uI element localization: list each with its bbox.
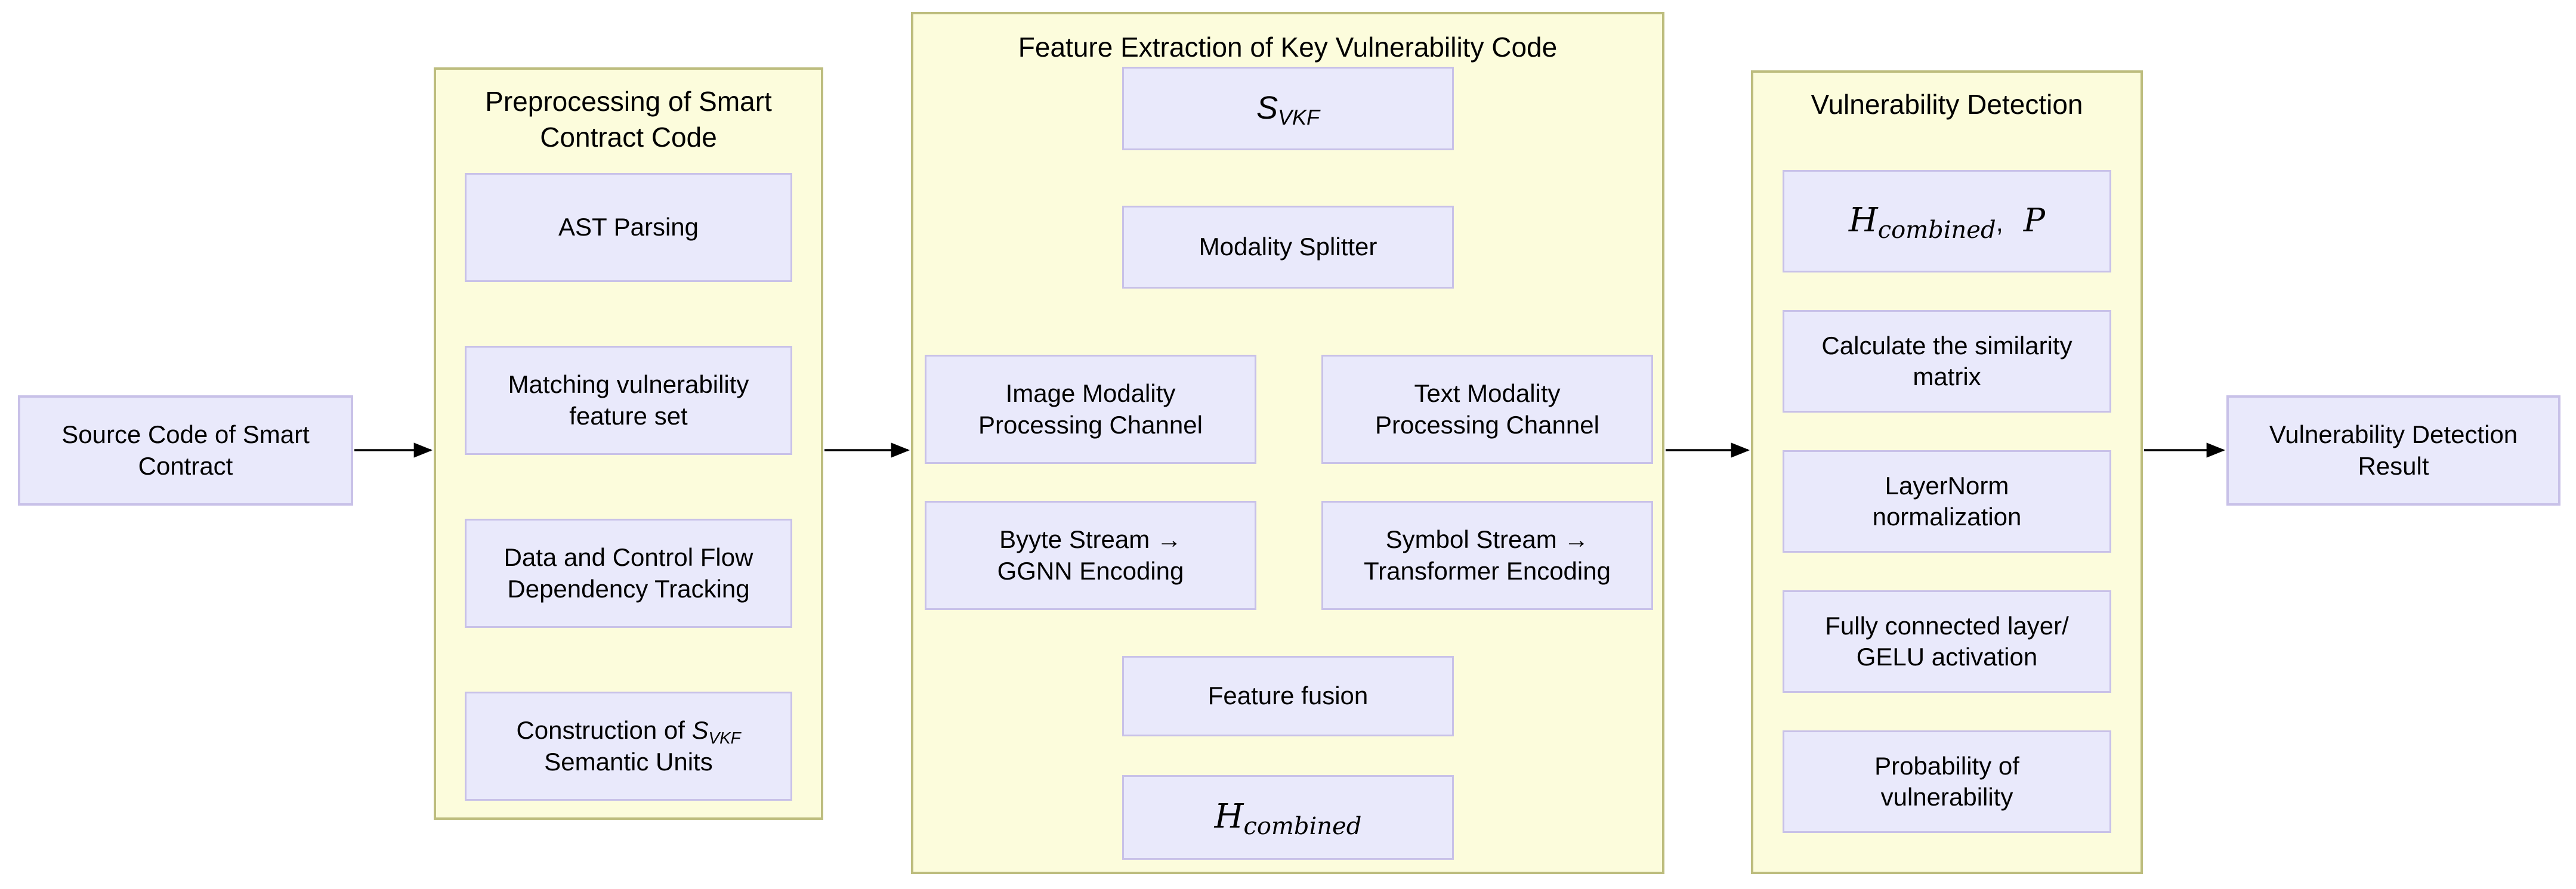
node-fully-connected-gelu: Fully connected layer/ GELU activation: [1783, 590, 2111, 693]
dependency-label-line1: Data and Control Flow: [504, 543, 753, 571]
node-hcombined: Hcombined: [1122, 775, 1454, 860]
symbol-stream-label-line2: Transformer Encoding: [1364, 556, 1611, 585]
hcombined-subscript: combined: [1877, 216, 1996, 244]
probability-label-line2: vulnerability: [1880, 783, 2013, 811]
source-code-label-line2: Contract: [138, 451, 233, 480]
construction-label-line1: Construction of SVKF: [516, 715, 740, 746]
hcombined-subscript: combined: [1243, 813, 1362, 841]
symbol-stream-label-line1: Symbol Stream →: [1385, 525, 1589, 553]
image-channel-label-line1: Image Modality: [1005, 379, 1176, 407]
image-channel-label-line2: Processing Channel: [978, 410, 1203, 439]
layernorm-label-line1: LayerNorm: [1885, 471, 2009, 500]
svkf-symbol: SVKF: [691, 716, 741, 747]
probability-label-line1: Probability of: [1874, 751, 2019, 780]
fc-label-line1: Fully connected layer/: [1825, 611, 2069, 640]
svkf-subscript: VKF: [1278, 105, 1320, 130]
hcombined-p-formula: Hcombined, P: [1849, 200, 2045, 242]
construction-label-line2: Semantic Units: [544, 747, 713, 776]
panel-feature-extraction-title: Feature Extraction of Key Vulnerability …: [1018, 32, 1558, 63]
comma-separator: ,: [1996, 208, 2003, 238]
node-hcombined-p: Hcombined, P: [1783, 170, 2111, 272]
similarity-label-line2: matrix: [1913, 363, 1981, 391]
node-dependency-tracking: Data and Control Flow Dependency Trackin…: [465, 519, 792, 628]
svkf-base: S: [691, 716, 709, 744]
panel-feature-extraction: Feature Extraction of Key Vulnerability …: [911, 12, 1664, 874]
node-image-channel: Image Modality Processing Channel: [925, 355, 1256, 464]
result-label-line1: Vulnerability Detection: [2269, 420, 2518, 448]
text-channel-label-line2: Processing Channel: [1375, 410, 1599, 439]
node-feature-fusion: Feature fusion: [1122, 656, 1454, 736]
source-code-label-line1: Source Code of Smart: [61, 420, 310, 448]
dependency-label-line2: Dependency Tracking: [507, 574, 750, 603]
hcombined-symbol: Hcombined: [1848, 201, 1996, 242]
text-channel-label-line1: Text Modality: [1414, 379, 1561, 407]
svkf-base: S: [1256, 90, 1278, 126]
fc-label-line2: GELU activation: [1856, 643, 2038, 671]
byte-stream-label-line2: GGNN Encoding: [997, 556, 1184, 585]
node-matching-feature-set: Matching vulnerability feature set: [465, 346, 792, 455]
panel-preprocessing-title: Preprocessing of Smart Contract Code: [436, 70, 821, 156]
node-modality-splitter: Modality Splitter: [1122, 206, 1454, 289]
svkf-symbol-large: SVKF: [1256, 88, 1320, 129]
result-label-line2: Result: [2358, 451, 2429, 480]
panel-vulnerability-detection: Vulnerability Detection Hcombined, P Calc…: [1751, 70, 2143, 874]
panel-preprocessing-title-line2: Contract Code: [540, 121, 717, 153]
node-byte-stream-ggnn: Byyte Stream → GGNN Encoding: [925, 501, 1256, 610]
ast-parsing-label: AST Parsing: [558, 213, 699, 241]
node-svkf: SVKF: [1122, 67, 1454, 150]
node-probability: Probability of vulnerability: [1783, 730, 2111, 833]
node-text-channel: Text Modality Processing Channel: [1321, 355, 1653, 464]
panel-vulnerability-detection-title: Vulnerability Detection: [1811, 89, 2083, 120]
script-p-symbol: P: [2023, 202, 2046, 240]
panel-preprocessing-title-line1: Preprocessing of Smart: [485, 86, 772, 117]
matching-label-line1: Matching vulnerability: [508, 370, 749, 398]
node-ast-parsing: AST Parsing: [465, 173, 792, 282]
result-node: Vulnerability Detection Result: [2226, 395, 2560, 506]
feature-fusion-label: Feature fusion: [1207, 682, 1369, 710]
hcombined-base: H: [1848, 201, 1878, 240]
layernorm-label-line2: normalization: [1872, 503, 2022, 531]
hcombined-symbol: Hcombined: [1215, 796, 1362, 838]
modality-splitter-label: Modality Splitter: [1199, 233, 1377, 261]
svkf-subscript: VKF: [708, 728, 741, 747]
similarity-label-line1: Calculate the similarity: [1821, 331, 2072, 360]
panel-preprocessing: Preprocessing of Smart Contract Code AST…: [434, 67, 823, 820]
node-similarity-matrix: Calculate the similarity matrix: [1783, 310, 2111, 413]
byte-stream-label-line1: Byyte Stream →: [999, 525, 1182, 553]
node-construction-svkf: Construction of SVKF Semantic Units: [465, 692, 792, 801]
hcombined-base: H: [1214, 797, 1244, 837]
construction-prefix: Construction of: [516, 716, 685, 744]
node-layernorm: LayerNorm normalization: [1783, 450, 2111, 553]
source-code-node: Source Code of Smart Contract: [18, 395, 353, 506]
node-symbol-stream-transformer: Symbol Stream → Transformer Encoding: [1321, 501, 1653, 610]
matching-label-line2: feature set: [569, 401, 688, 430]
